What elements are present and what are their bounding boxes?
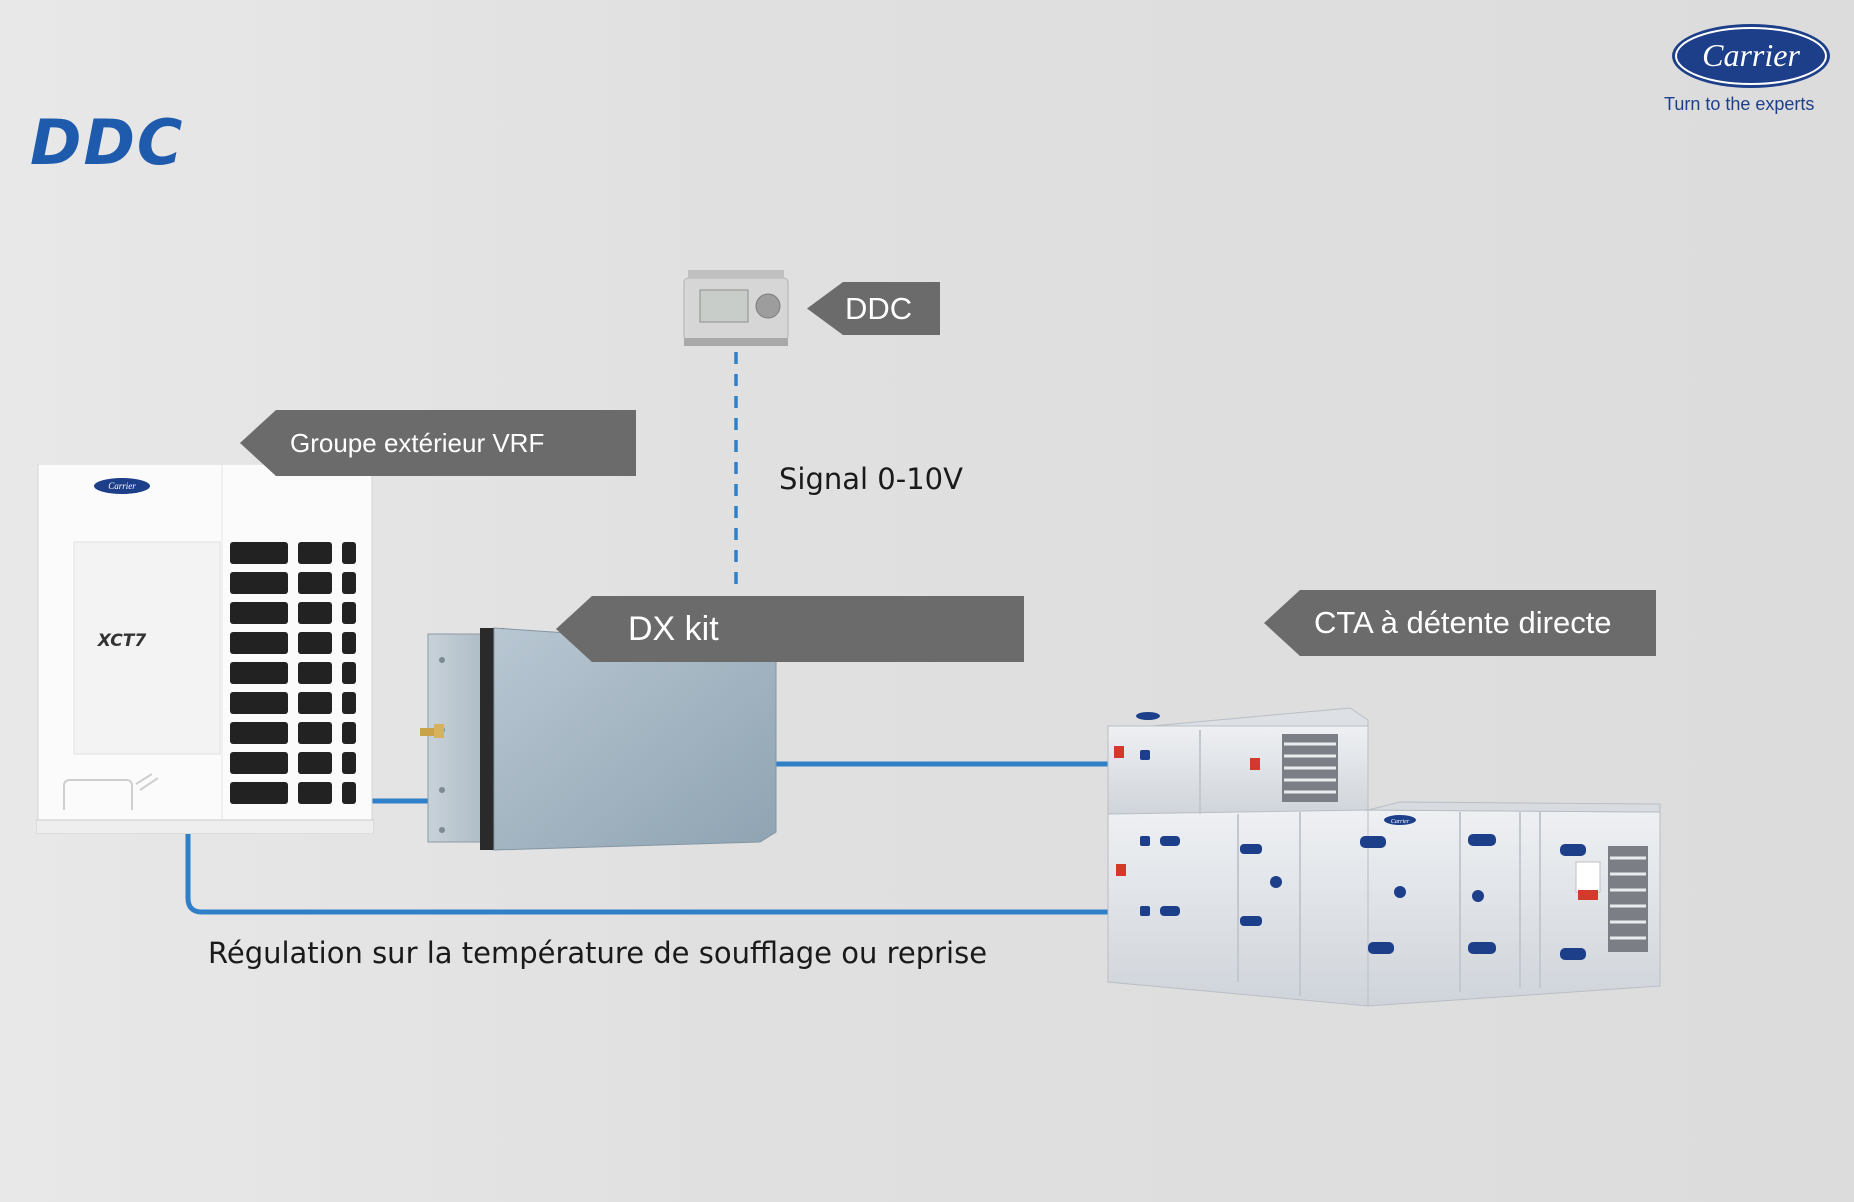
signal-label: Signal 0-10V <box>779 462 963 496</box>
ddc-label: DDC <box>845 290 913 326</box>
brand-tagline: Turn to the experts <box>1664 94 1815 114</box>
svg-text:Carrier: Carrier <box>108 481 136 491</box>
dx-kit-label: DX kit <box>628 609 719 648</box>
cta-tag: CTA à détente directe <box>1264 590 1656 656</box>
dx-kit-tag: DX kit <box>556 596 1024 662</box>
pipe-regulation <box>185 833 1118 915</box>
svg-text:Carrier: Carrier <box>1391 819 1410 825</box>
cta-label: CTA à détente directe <box>1314 605 1612 640</box>
vrf-unit-tag: Groupe extérieur VRF <box>240 410 636 476</box>
regulation-label: Régulation sur la température de souffla… <box>208 936 988 970</box>
dx-kit-unit <box>420 620 780 860</box>
logo-text: Carrier <box>1702 37 1800 73</box>
ddc-controller <box>680 268 792 350</box>
ahu-cta-unit: Carrier <box>1100 686 1666 1016</box>
page-title: DDC <box>30 106 185 179</box>
vrf-outdoor-unit: Carrier XCT7 <box>35 463 375 835</box>
svg-text:XCT7: XCT7 <box>97 631 147 651</box>
vrf-unit-label: Groupe extérieur VRF <box>290 427 545 458</box>
carrier-logo: Carrier <box>1668 22 1834 94</box>
